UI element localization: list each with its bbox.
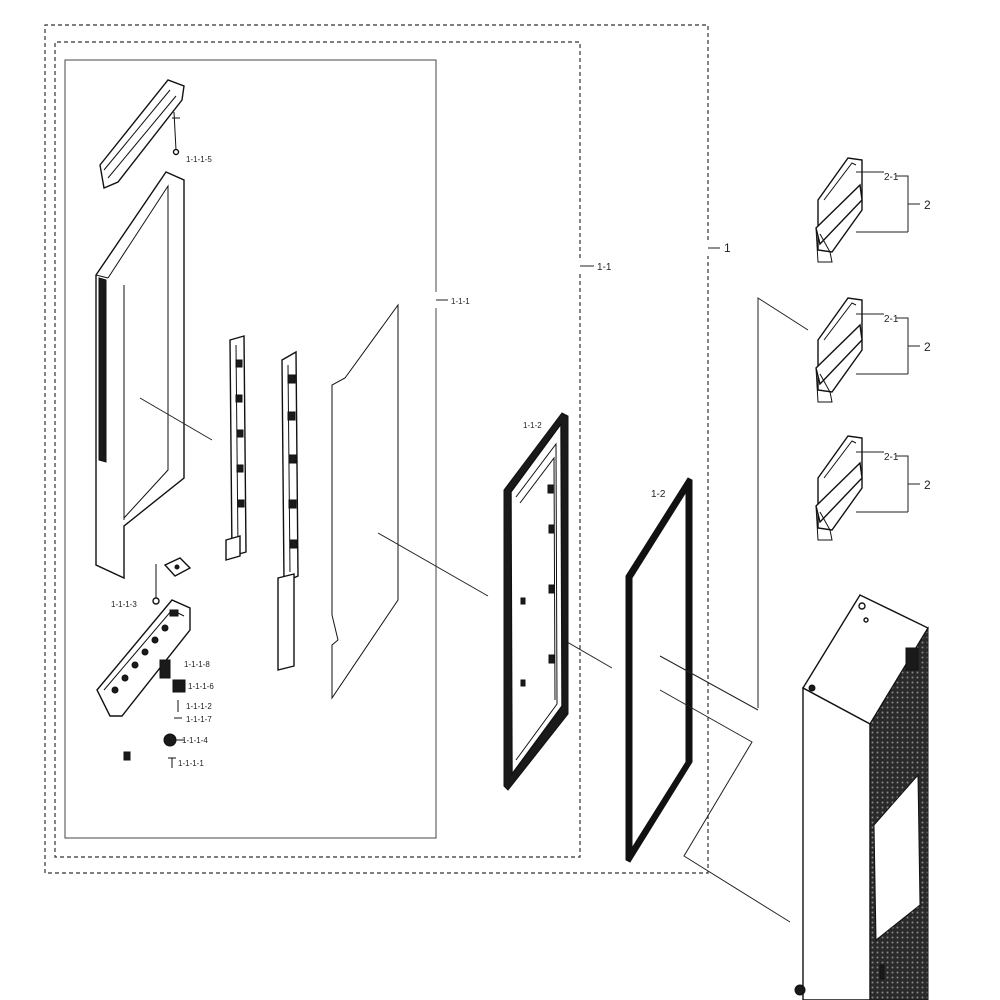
- wire-clip-1-1-1-3: [152, 564, 160, 605]
- guard-a-callout: [856, 171, 920, 233]
- door-inner-liner: [503, 412, 569, 791]
- label-guard-assembly-2-a: 2: [924, 198, 931, 212]
- leader-guards-to-cabinet: [757, 297, 809, 708]
- leader-gasket-cabinet-lower: [659, 689, 791, 923]
- leader-gasket-cabinet-upper: [659, 655, 759, 711]
- label-guard-part-2-1-c: 2-1: [884, 452, 899, 463]
- label-gasket-1-2: 1-2: [651, 489, 666, 500]
- cap-screw-1-1-1-5: [172, 111, 180, 156]
- assembly-1-1-1-boundary: [64, 59, 437, 839]
- hinge-bracket: [163, 557, 192, 577]
- label-part-1-1-1-1: 1-1-1-1: [178, 759, 204, 768]
- guard-c-callout: [856, 451, 920, 513]
- label-part-1-1-1-6: 1-1-1-6: [188, 682, 214, 691]
- screw-1-1-1-1: [168, 757, 176, 768]
- door-guard-b: [815, 297, 863, 403]
- switch-1-1-1-8: [159, 659, 171, 679]
- label-guard-part-2-1-a: 2-1: [884, 172, 899, 183]
- assembly-1-1-boundary: [54, 41, 581, 858]
- label-part-1-1-1-5: 1-1-1-5: [186, 155, 212, 164]
- door-top-cap: [99, 79, 185, 189]
- assembly-1-boundary: [44, 24, 709, 874]
- leader-line-panel: [139, 397, 213, 441]
- label-part-1-1-1-2: 1-1-1-2: [186, 702, 212, 711]
- vertical-bracket-left: [225, 335, 247, 561]
- lock-knob-1-1-1-4: [163, 733, 184, 747]
- door-gasket: [625, 477, 693, 863]
- leader-line-sheet-liner: [377, 532, 489, 597]
- label-guard-part-2-1-b: 2-1: [884, 314, 899, 325]
- connector-1-1-1-6: [172, 679, 186, 693]
- door-guard-c: [815, 435, 863, 541]
- door-guard-a: [815, 157, 863, 263]
- label-part-1-1-1-4: 1-1-1-4: [182, 736, 208, 745]
- label-part-1-1-1-3: 1-1-1-3: [111, 600, 137, 609]
- label-part-1-1-1-8: 1-1-1-8: [184, 660, 210, 669]
- small-plug: [123, 751, 131, 761]
- door-outer-panel: [95, 171, 185, 580]
- label-door-assembly-1-1: 1-1: [597, 262, 612, 273]
- label-door-liner-1-1-2: 1-1-2: [523, 421, 542, 430]
- label-guard-assembly-2-b: 2: [924, 340, 931, 354]
- label-door-subassembly-1-1-1: 1-1-1: [451, 297, 470, 306]
- guard-b-callout: [856, 313, 920, 375]
- label-guard-assembly-2-c: 2: [924, 478, 931, 492]
- label-assembly-1: 1: [724, 241, 731, 255]
- refrigerator-cabinet: [794, 594, 929, 1000]
- label-part-1-1-1-7: 1-1-1-7: [186, 715, 212, 724]
- control-panel-housing: [96, 599, 191, 717]
- vertical-bracket-right: [277, 350, 299, 671]
- insulation-sheet: [331, 303, 399, 700]
